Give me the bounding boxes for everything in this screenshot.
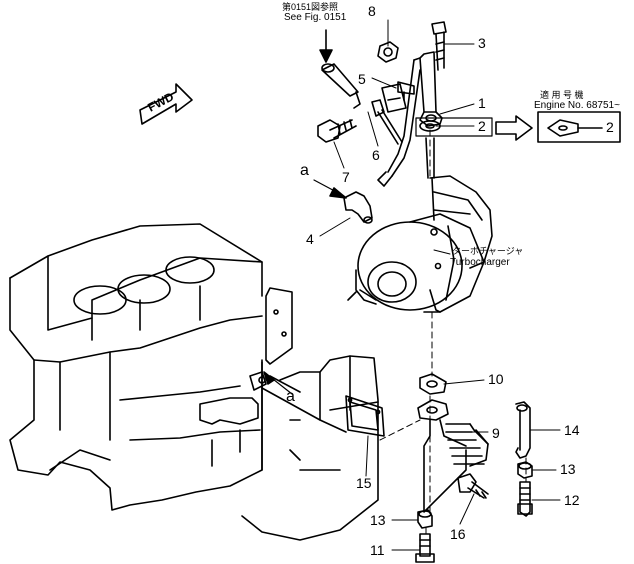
connector-a-lower: a (286, 388, 295, 405)
center-lines (379, 129, 527, 537)
see-fig-jp-label: 第0151図参照 (282, 2, 339, 12)
nut-8-shape (377, 41, 399, 63)
washer-13-left-shape (417, 509, 433, 529)
exhaust-pipe (261, 375, 347, 433)
a-arrow-lower (263, 371, 293, 395)
gasket-2-box (415, 117, 493, 137)
callout-10: 10 (488, 371, 504, 387)
callout-11: 11 (370, 542, 385, 558)
callout-1: 1 (478, 95, 486, 111)
gasket-10-shape (419, 373, 447, 395)
turbo-jp-label: ターボチャージャ (452, 246, 524, 256)
gasket-15-shape (345, 395, 385, 437)
bolt-16-shape (457, 473, 489, 499)
see-fig-label: See Fig. 0151 (284, 12, 347, 23)
fwd-arrow-icon (139, 83, 193, 125)
callout-9: 9 (492, 425, 500, 441)
washer-13-right-shape (517, 461, 533, 479)
callout-2-serial: 2 (606, 119, 614, 135)
leader-lines (319, 19, 561, 551)
callout-16: 16 (450, 526, 466, 542)
clamp-14-shape (515, 401, 531, 459)
callout-13-left: 13 (370, 512, 386, 528)
drain-pipe-9-shape (417, 399, 489, 513)
turbocharger-shape (347, 175, 493, 313)
engine-block (9, 223, 379, 541)
a-arrow-upper (313, 179, 347, 199)
bolt-11-shape (415, 533, 435, 563)
callout-14: 14 (564, 422, 580, 438)
right-arrow-icon (495, 115, 533, 141)
see-fig-arrowhead (319, 49, 333, 63)
serial-jp-label: 適 用 号 機 (540, 90, 584, 100)
callout-7: 7 (342, 169, 350, 185)
callout-12: 12 (564, 492, 580, 508)
callout-15: 15 (356, 475, 372, 491)
serial-callout (537, 111, 621, 143)
callout-2: 2 (478, 118, 486, 134)
bracket-5-shape (381, 83, 407, 113)
engine-no-label: Engine No. 68751~ (534, 100, 620, 111)
turbo-en-label: Turbocharger (450, 257, 510, 268)
callout-6: 6 (372, 147, 380, 163)
bolt-7-shape (317, 119, 357, 143)
connector-a-upper: a (300, 162, 309, 179)
pipe-end-shape (321, 63, 361, 109)
bolt-6-shape (371, 99, 403, 145)
elbow-4-shape (343, 191, 373, 224)
callout-5: 5 (358, 71, 366, 87)
callout-3: 3 (478, 35, 486, 51)
bolt-12-shape (517, 481, 533, 517)
bolt-3-shape (431, 21, 447, 71)
callout-8: 8 (368, 3, 376, 19)
callout-13-right: 13 (560, 461, 576, 477)
callout-4: 4 (306, 231, 314, 247)
